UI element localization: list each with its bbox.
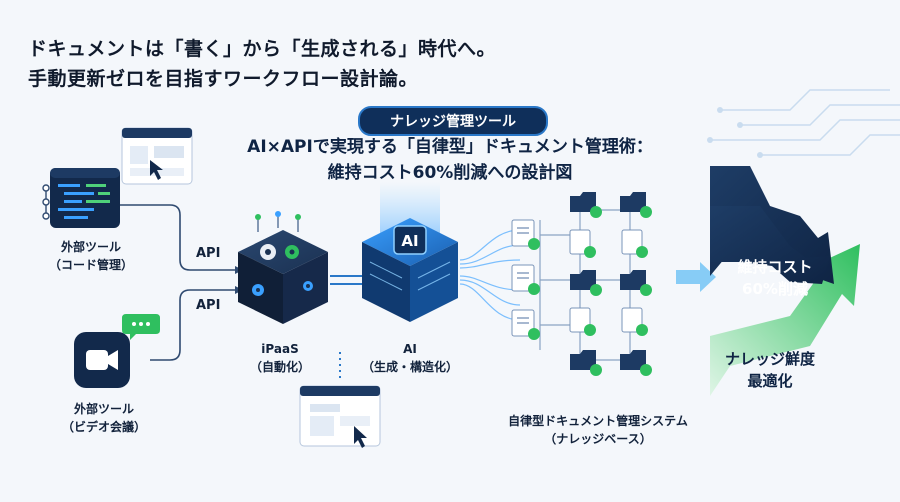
floating-window-bottom <box>299 385 382 454</box>
outcome-arrows <box>710 166 860 396</box>
gear-icon <box>260 244 299 260</box>
video-tool <box>74 332 134 396</box>
ipaas-cube <box>238 211 328 324</box>
ai-label: AI （生成・構造化） <box>356 340 464 376</box>
flow-arrow <box>676 262 716 292</box>
video-tool-label-line-2: （ビデオ会議） <box>61 420 146 434</box>
subtitle-line-1: AI×APIで実現する「自律型」ドキュメント管理術： <box>247 137 653 157</box>
folder-icons-right <box>620 192 652 376</box>
document-tree <box>511 192 652 376</box>
video-tool-label-line-1: 外部ツール <box>73 402 134 416</box>
subtitle-line-2: 維持コスト60%削減への設計図 <box>327 163 573 183</box>
headline-line-1: ドキュメントは「書く」から「生成される」時代へ。 <box>28 38 497 60</box>
cost-line-2: 60%削減 <box>742 280 808 298</box>
ai-chip-label: AI <box>401 232 419 250</box>
system-label: 自律型ドキュメント管理システム （ナレッジベース） <box>488 412 708 448</box>
freshness-line-2: 最適化 <box>747 372 793 390</box>
branch-icon <box>42 184 50 220</box>
connector-code-to-ipaas <box>118 204 235 271</box>
code-editor-icon <box>50 168 120 228</box>
floating-window-top <box>121 127 194 190</box>
headline: ドキュメントは「書く」から「生成される」時代へ。 手動更新ゼロを目指すワークフロ… <box>28 34 496 94</box>
document-icons <box>511 219 540 340</box>
code-tool-label-line-1: 外部ツール <box>60 240 121 254</box>
ai-label-line-1: AI <box>403 342 417 356</box>
system-label-line-2: （ナレッジベース） <box>544 432 652 446</box>
ipaas-label-line-1: iPaaS <box>261 342 299 356</box>
tag-label: ナレッジ管理ツール <box>390 114 516 130</box>
video-camera-icon <box>74 332 130 388</box>
window-icon <box>121 127 193 185</box>
tag-pill: ナレッジ管理ツール <box>358 106 548 136</box>
ai-label-line-2: （生成・構造化） <box>361 360 458 374</box>
code-tool <box>50 168 122 234</box>
video-tool-label: 外部ツール （ビデオ会議） <box>56 400 152 436</box>
freshness-line-1: ナレッジ鮮度 <box>724 350 815 368</box>
code-tool-label-line-2: （コード管理） <box>48 258 133 272</box>
ipaas-label-line-2: （自動化） <box>249 360 310 374</box>
cost-reduction-text: 維持コスト 60%削減 <box>720 256 830 300</box>
api-label-bottom: API <box>196 298 221 313</box>
ipaas-label: iPaaS （自動化） <box>240 340 320 376</box>
folder-icons <box>569 192 602 376</box>
code-tool-label: 外部ツール （コード管理） <box>46 238 136 274</box>
window-icon <box>299 385 381 448</box>
headline-line-2: 手動更新ゼロを目指すワークフロー設計論。 <box>28 68 419 90</box>
connector-video-to-ipaas <box>150 289 235 361</box>
circuit-lines-decoration <box>707 89 900 158</box>
ai-chip-icon <box>393 225 427 255</box>
chat-bubble-icon <box>122 314 160 340</box>
api-label-top: API <box>196 246 221 261</box>
system-label-line-1: 自律型ドキュメント管理システム <box>508 414 688 428</box>
cost-line-1: 維持コスト <box>737 258 813 276</box>
freshness-text: ナレッジ鮮度 最適化 <box>710 348 830 392</box>
subtitle: AI×APIで実現する「自律型」ドキュメント管理術： 維持コスト60%削減への設… <box>180 134 720 186</box>
ai-cube <box>362 182 458 322</box>
